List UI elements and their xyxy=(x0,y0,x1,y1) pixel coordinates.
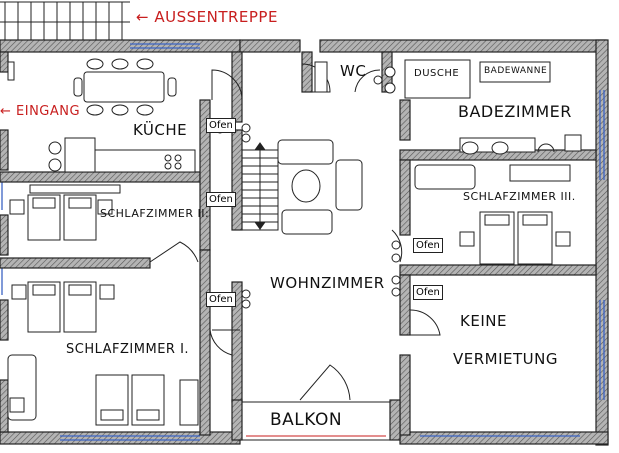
bathroom-label: BADEZIMMER xyxy=(458,102,572,121)
ofen-kitchen: Ofen xyxy=(206,118,236,133)
bedroom-three-label: SCHLAFZIMMER III. xyxy=(463,190,576,203)
eingang-label: ← EINGANG xyxy=(0,104,81,119)
bedroom-two-label: SCHLAFZIMMER II: xyxy=(100,207,210,220)
living-room-label: WOHNZIMMER xyxy=(270,274,385,292)
bathtub-label: BADEWANNE xyxy=(484,66,548,76)
balcony-label: BALKON xyxy=(270,410,343,430)
bedroom-three-furniture xyxy=(414,164,571,265)
balcony-frame xyxy=(241,401,391,441)
ofen-bedroom-two: Ofen xyxy=(206,192,236,207)
aussentreppe-label: ← AUSSENTREPPE xyxy=(136,8,278,26)
shower-label: DUSCHE xyxy=(414,68,460,79)
wc-label: WC xyxy=(340,62,367,80)
kitchen-label: KÜCHE xyxy=(133,121,188,139)
keine-label: KEINE xyxy=(460,312,507,330)
bedroom-two-furniture xyxy=(9,184,121,241)
ofen-keine: Ofen xyxy=(413,285,443,300)
living-room-furniture xyxy=(277,139,363,235)
kitchen-furniture xyxy=(7,58,196,173)
interior-staircase xyxy=(241,142,279,231)
bedroom-one-label: SCHLAFZIMMER I. xyxy=(66,342,190,357)
bathroom-furniture xyxy=(314,59,582,155)
exterior-stairs xyxy=(0,1,130,40)
bedroom-one-furniture xyxy=(7,281,199,426)
outer-walls xyxy=(0,39,609,446)
ofen-bedroom-one: Ofen xyxy=(206,292,236,307)
vermietung-label: VERMIETUNG xyxy=(453,350,558,368)
ofen-bedroom-three: Ofen xyxy=(413,238,443,253)
windows xyxy=(1,43,605,441)
